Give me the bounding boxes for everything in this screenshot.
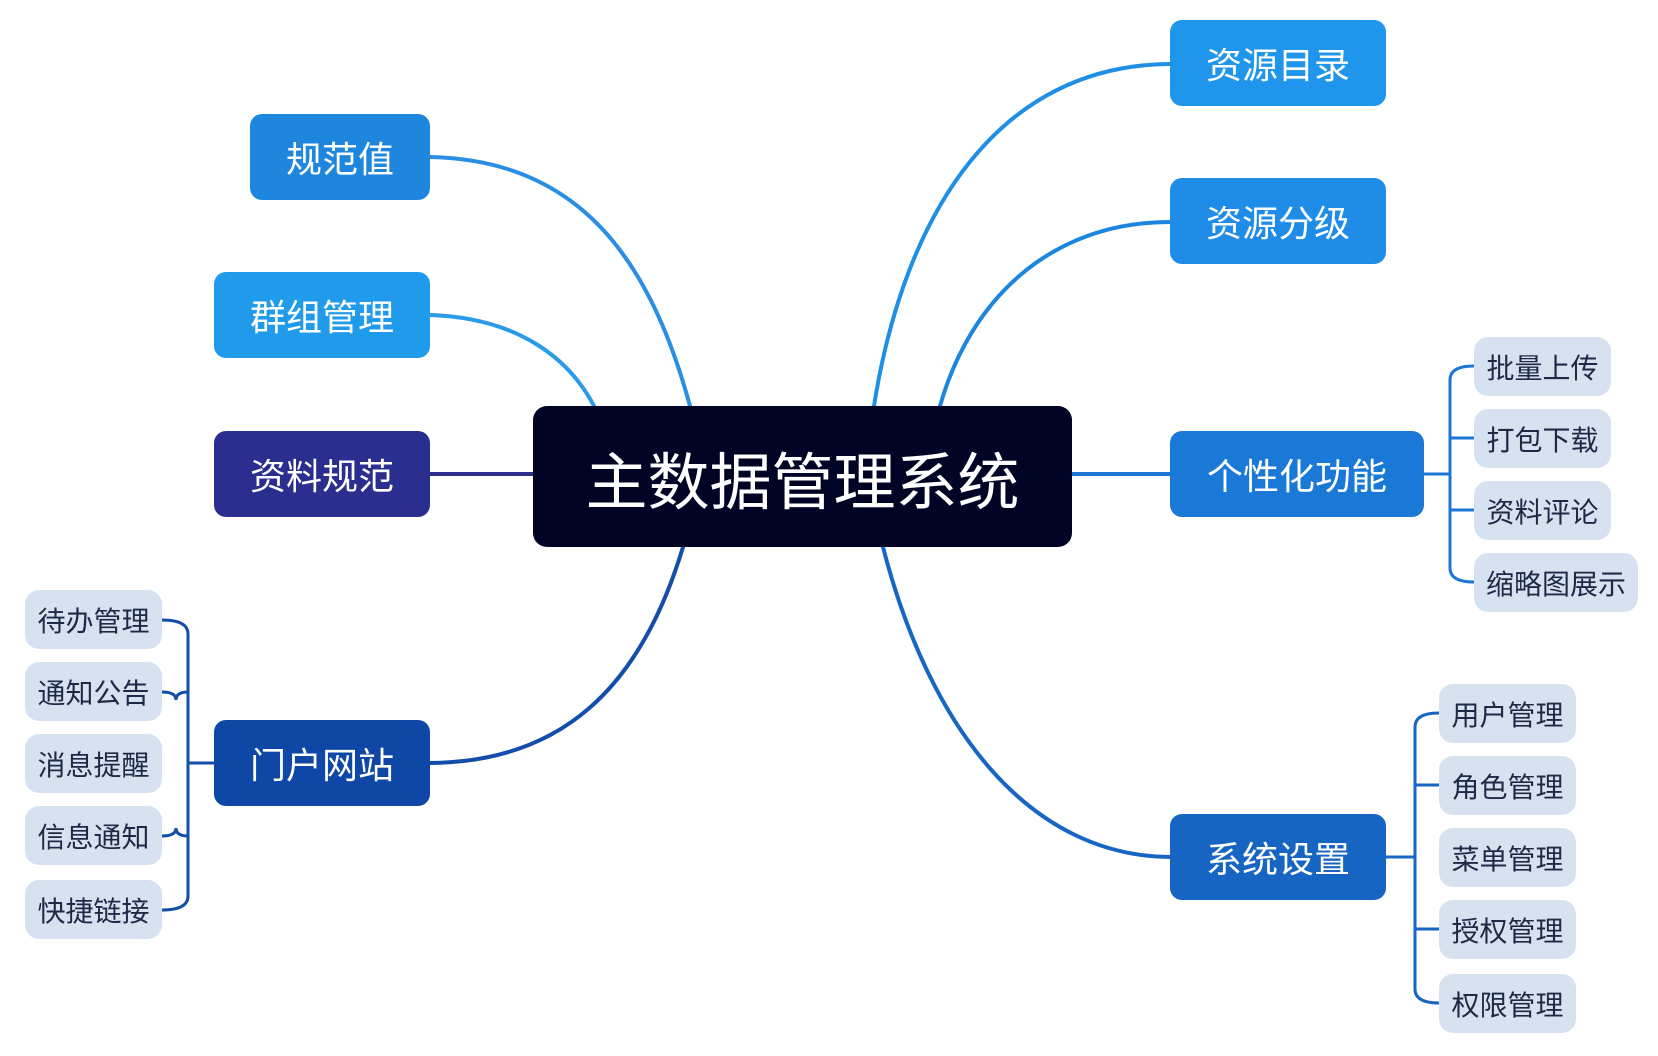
leaf-piliang-shangchuan[interactable]: 批量上传	[1474, 337, 1611, 396]
branch-menhu[interactable]: 门户网站	[214, 720, 430, 806]
connector-root-fenji	[938, 220, 1172, 408]
branch-qunzu-label: 群组管理	[249, 298, 394, 339]
leaf-xinxi-tongzhi[interactable]: 信息通知	[25, 806, 162, 865]
leaf-caidan-guanli-label: 菜单管理	[1451, 842, 1564, 876]
leaf-daiban-label: 待办管理	[37, 604, 150, 638]
branch-ziliao-label: 资料规范	[249, 457, 394, 498]
leaf-dabao-xiazai-label: 打包下载	[1486, 423, 1599, 457]
leaf-suoluetu-zhanshi[interactable]: 缩略图展示	[1474, 553, 1638, 612]
connector-root-menhu	[428, 545, 685, 765]
leaf-yonghu-guanli[interactable]: 用户管理	[1439, 684, 1576, 743]
leaf-dabao-xiazai[interactable]: 打包下载	[1474, 409, 1611, 468]
leaf-daiban[interactable]: 待办管理	[25, 590, 162, 649]
connector-root-qunzu	[428, 313, 596, 408]
root-node[interactable]: 主数据管理系统	[533, 406, 1072, 547]
leaf-caidan-guanli[interactable]: 菜单管理	[1439, 828, 1576, 887]
connector-root-xitong	[881, 545, 1172, 859]
leaf-kuaijie-lianjie-label: 快捷链接	[37, 894, 150, 928]
connector-root-guifan	[428, 155, 692, 408]
branch-qunzu[interactable]: 群组管理	[214, 272, 430, 358]
leaf-jiaose-guanli[interactable]: 角色管理	[1439, 756, 1576, 815]
leaf-shouquan-guanli-label: 授权管理	[1451, 914, 1564, 948]
leaf-quanxian-guanli-label: 权限管理	[1451, 988, 1564, 1022]
leaf-tongzhi-gonggao[interactable]: 通知公告	[25, 662, 162, 721]
leaf-suoluetu-zhanshi-label: 缩略图展示	[1485, 567, 1626, 601]
leaf-kuaijie-lianjie[interactable]: 快捷链接	[25, 880, 162, 939]
leaf-ziliao-pinglun[interactable]: 资料评论	[1474, 481, 1611, 540]
leaf-yonghu-guanli-label: 用户管理	[1451, 698, 1564, 732]
branch-mulu[interactable]: 资源目录	[1170, 20, 1386, 106]
branch-gexing[interactable]: 个性化功能	[1170, 431, 1424, 517]
connector-root-mulu	[872, 62, 1172, 408]
leaf-tongzhi-gonggao-label: 通知公告	[37, 676, 150, 710]
branch-mulu-label: 资源目录	[1205, 46, 1350, 87]
branch-fenji[interactable]: 资源分级	[1170, 178, 1386, 264]
branch-gexing-label: 个性化功能	[1206, 457, 1387, 498]
branch-ziliao[interactable]: 资料规范	[214, 431, 430, 517]
branch-fenji-label: 资源分级	[1205, 204, 1350, 245]
branch-menhu-label: 门户网站	[249, 746, 394, 787]
leaf-shouquan-guanli[interactable]: 授权管理	[1439, 900, 1576, 959]
leaf-xinxi-tongzhi-label: 信息通知	[37, 820, 150, 854]
leaf-xiaoxi-tixing[interactable]: 消息提醒	[25, 734, 162, 793]
branch-xitong-label: 系统设置	[1205, 840, 1350, 881]
leaf-jiaose-guanli-label: 角色管理	[1451, 770, 1564, 804]
leaf-xiaoxi-tixing-label: 消息提醒	[37, 748, 150, 782]
branch-guifan[interactable]: 规范值	[250, 114, 430, 200]
root-node-label: 主数据管理系统	[585, 445, 1020, 519]
leaf-ziliao-pinglun-label: 资料评论	[1486, 495, 1599, 529]
leaf-piliang-shangchuan-label: 批量上传	[1486, 351, 1599, 385]
bracket-xitong	[1386, 711, 1440, 1005]
leaf-quanxian-guanli[interactable]: 权限管理	[1439, 974, 1576, 1033]
bracket-gexing	[1424, 364, 1475, 584]
branch-guifan-label: 规范值	[285, 140, 394, 181]
branch-xitong[interactable]: 系统设置	[1170, 814, 1386, 900]
